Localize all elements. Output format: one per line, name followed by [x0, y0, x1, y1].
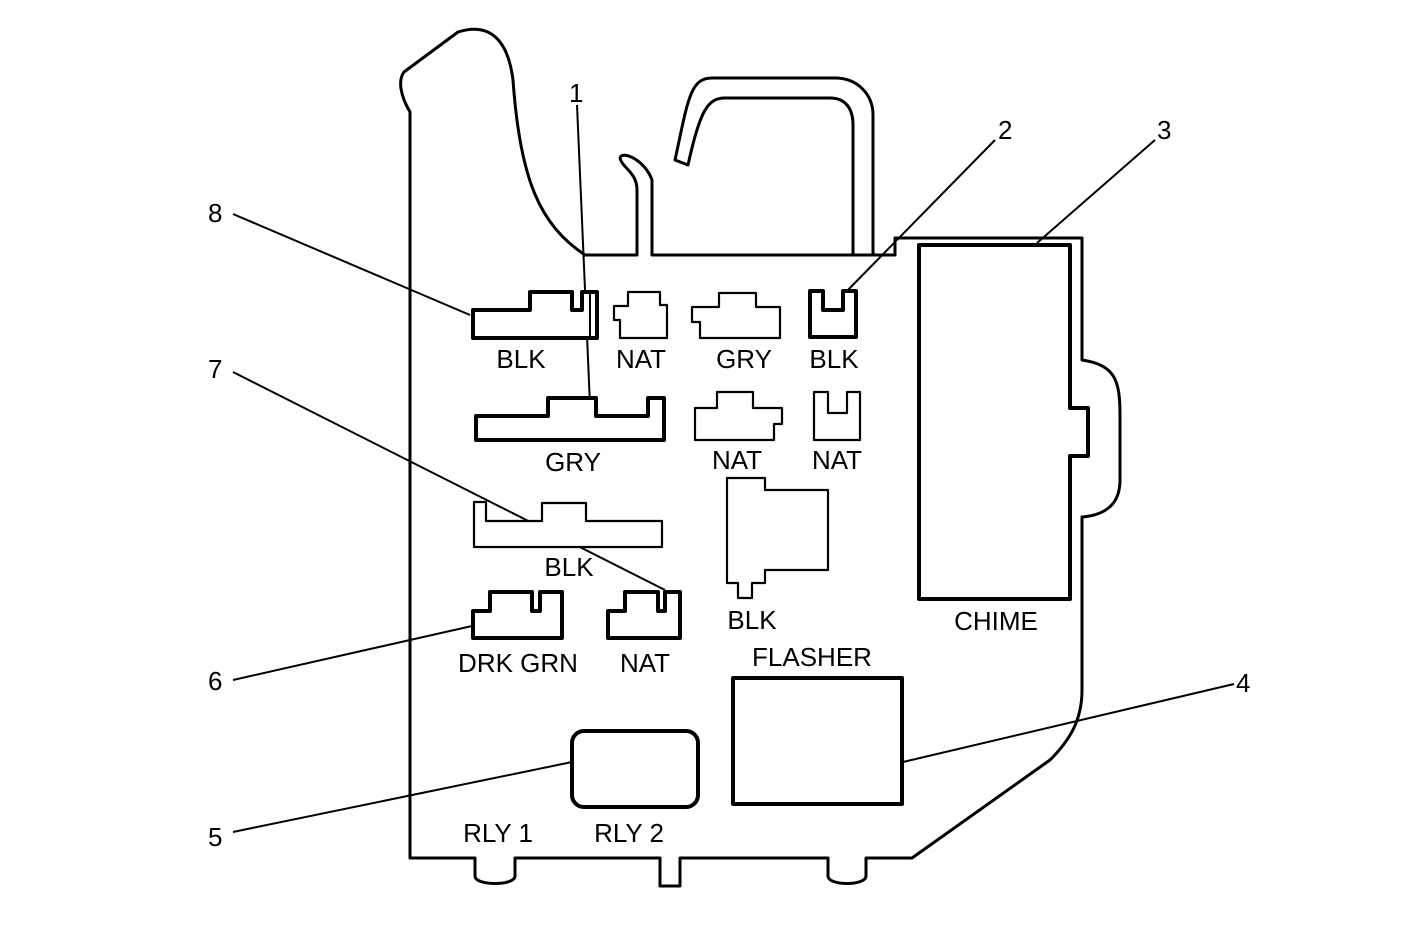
label-flasher: FLASHER	[752, 642, 872, 672]
label-nat-row2-a: NAT	[712, 445, 762, 475]
label-nat-row2-b: NAT	[812, 445, 862, 475]
label-blk-row3: BLK	[544, 552, 594, 582]
label-blk-right: BLK	[727, 605, 777, 635]
connector-blk-2	[808, 289, 858, 339]
label-nat-row4: NAT	[620, 648, 670, 678]
label-gry-row2: GRY	[545, 447, 601, 477]
connector-drk-grn-6	[471, 590, 564, 640]
connector-nat-row2-a	[693, 390, 784, 442]
leader-6	[232, 625, 473, 681]
connector-blk-row3	[472, 500, 664, 549]
label-gry-row1: GRY	[716, 344, 772, 374]
callout-4: 4	[1236, 668, 1250, 698]
leader-8	[232, 213, 471, 316]
leader-7	[232, 371, 666, 591]
callout-5: 5	[208, 822, 222, 852]
connector-nat-7	[606, 590, 682, 640]
connector-blk-right	[725, 476, 830, 600]
label-chime: CHIME	[954, 606, 1038, 636]
callout-3: 3	[1157, 115, 1171, 145]
callout-1: 1	[569, 78, 583, 108]
label-rly2: RLY 2	[594, 818, 664, 848]
callout-8: 8	[208, 198, 222, 228]
panel-outline	[399, 27, 1122, 888]
connector-nat-row2-b	[812, 390, 862, 442]
callout-6: 6	[208, 666, 222, 696]
leader-5	[232, 761, 573, 833]
label-rly1: RLY 1	[463, 818, 533, 848]
relay-module	[570, 729, 700, 809]
callout-2: 2	[998, 115, 1012, 145]
leader-1	[576, 104, 591, 406]
label-blk-row1-a: BLK	[496, 344, 546, 374]
leader-2	[844, 139, 996, 294]
connector-gry-1	[474, 396, 666, 442]
leader-3	[1036, 139, 1156, 244]
leader-4	[902, 683, 1235, 763]
connector-blk-8	[471, 290, 599, 340]
chime-module	[917, 243, 1090, 601]
connector-nat-row1	[612, 290, 669, 340]
label-drk-grn: DRK GRN	[458, 648, 578, 678]
label-blk-row1-b: BLK	[809, 344, 859, 374]
callout-7: 7	[208, 354, 222, 384]
flasher-module	[731, 676, 904, 806]
label-nat-row1: NAT	[616, 344, 666, 374]
connector-gry-row1	[690, 291, 782, 340]
